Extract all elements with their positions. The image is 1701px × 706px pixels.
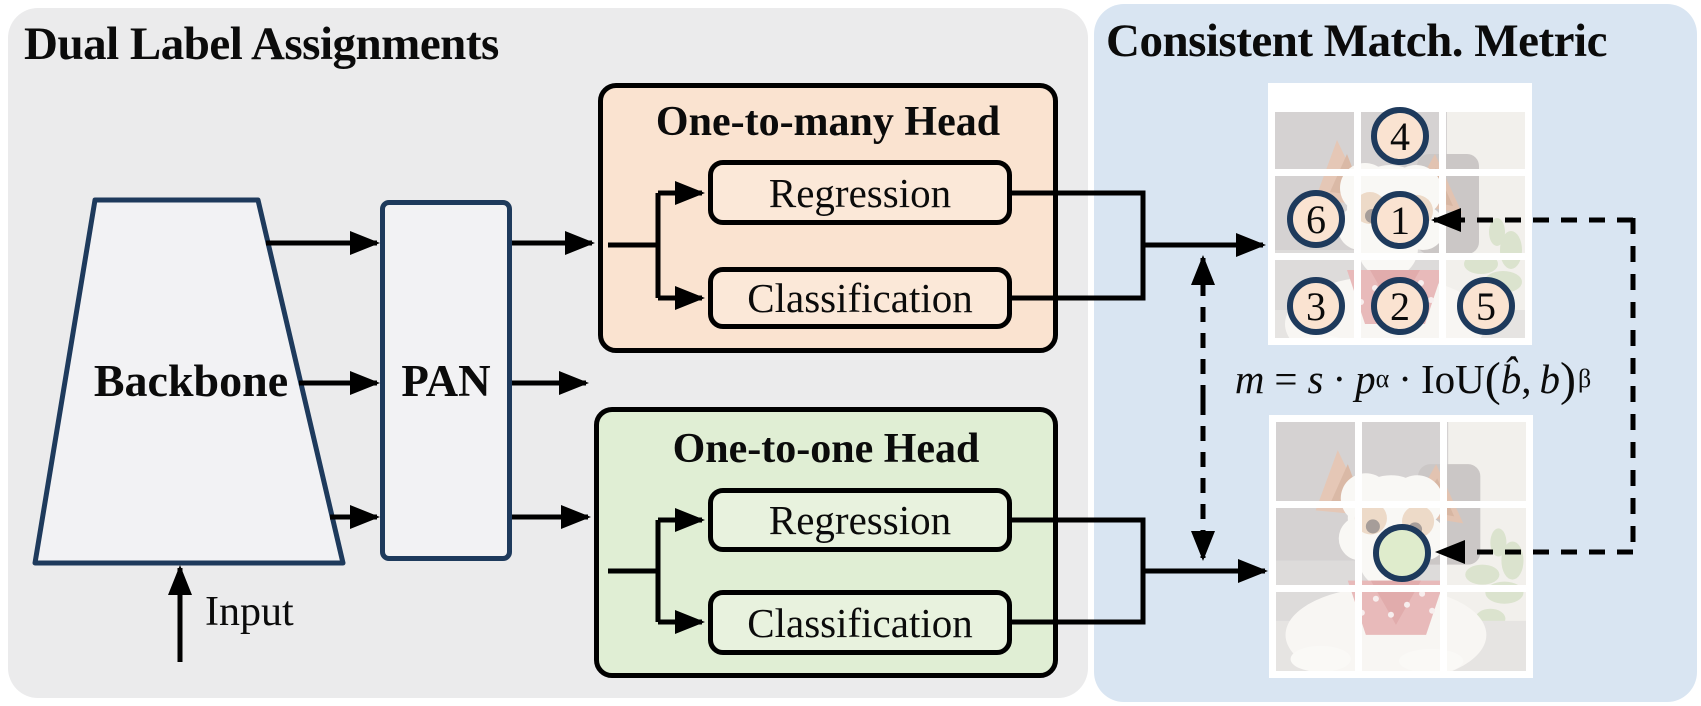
formula-rparen: ) bbox=[1559, 352, 1576, 406]
anchor-circle-6: 6 bbox=[1287, 190, 1345, 248]
one-to-one-classification-label: Classification bbox=[747, 599, 973, 646]
formula-dot: · bbox=[1332, 356, 1347, 402]
formula-m: m bbox=[1234, 356, 1265, 402]
matching-metric-formula: m = s · p α · IoU ( b̂ , b ) β bbox=[1234, 352, 1592, 406]
anchor-rank: 6 bbox=[1306, 196, 1326, 242]
input-label: Input bbox=[205, 589, 294, 635]
formula-comma: , bbox=[1521, 356, 1532, 402]
formula-b-hat: b̂ bbox=[1500, 356, 1522, 402]
one-to-one-regression-label: Regression bbox=[768, 497, 952, 543]
anchor-rank: 3 bbox=[1306, 283, 1326, 329]
grid-line bbox=[1276, 500, 1526, 508]
one-to-one-head-title: One-to-one Head bbox=[672, 426, 980, 472]
one-to-one-regression-box: Regression bbox=[708, 488, 1012, 552]
formula-iou: IoU bbox=[1420, 356, 1485, 402]
one-to-many-head-title: One-to-many Head bbox=[655, 99, 1001, 145]
anchor-rank: 2 bbox=[1390, 283, 1410, 329]
formula-equals: = bbox=[1274, 356, 1298, 402]
grid-line bbox=[1355, 422, 1363, 671]
selected-anchor-circle bbox=[1373, 524, 1431, 582]
formula-lparen: ( bbox=[1484, 352, 1501, 406]
one-to-many-regression-label: Regression bbox=[768, 169, 952, 216]
one-to-one-classification-box: Classification bbox=[708, 590, 1012, 655]
anchor-circle-4: 4 bbox=[1371, 107, 1429, 165]
anchor-circle-3: 3 bbox=[1287, 277, 1345, 335]
grid-line bbox=[1354, 90, 1362, 338]
backbone-label: Backbone bbox=[93, 355, 289, 406]
grid-line bbox=[1439, 90, 1446, 338]
anchor-rank: 4 bbox=[1390, 113, 1410, 159]
formula-p: p bbox=[1355, 356, 1376, 402]
one-to-many-classification-label: Classification bbox=[747, 275, 973, 321]
anchor-circle-2: 2 bbox=[1371, 277, 1429, 335]
grid-line bbox=[1440, 422, 1447, 671]
right-panel-title: Consistent Match. Metric bbox=[1106, 15, 1607, 67]
one-to-many-classification-box: Classification bbox=[708, 267, 1012, 329]
formula-s: s bbox=[1307, 356, 1324, 402]
left-panel-title: Dual Label Assignments bbox=[24, 18, 499, 70]
formula-b: b bbox=[1539, 356, 1560, 402]
grid-line bbox=[1275, 252, 1525, 260]
anchor-rank: 5 bbox=[1476, 283, 1496, 329]
formula-dot: · bbox=[1398, 356, 1412, 402]
pan-label: PAN bbox=[401, 355, 491, 406]
anchor-rank: 1 bbox=[1390, 197, 1410, 243]
backbone-shape bbox=[32, 197, 346, 566]
grid-line bbox=[1275, 168, 1525, 176]
one-to-many-regression-box: Regression bbox=[708, 160, 1012, 225]
pan-box: PAN bbox=[380, 200, 512, 561]
one-to-many-head-box: One-to-many Head Regression Classificati… bbox=[598, 83, 1058, 353]
grid-line bbox=[1276, 585, 1526, 593]
one-to-one-head-box: One-to-one Head Regression Classificatio… bbox=[594, 407, 1058, 678]
anchor-circle-5: 5 bbox=[1457, 277, 1515, 335]
anchor-circle-1: 1 bbox=[1371, 191, 1429, 249]
